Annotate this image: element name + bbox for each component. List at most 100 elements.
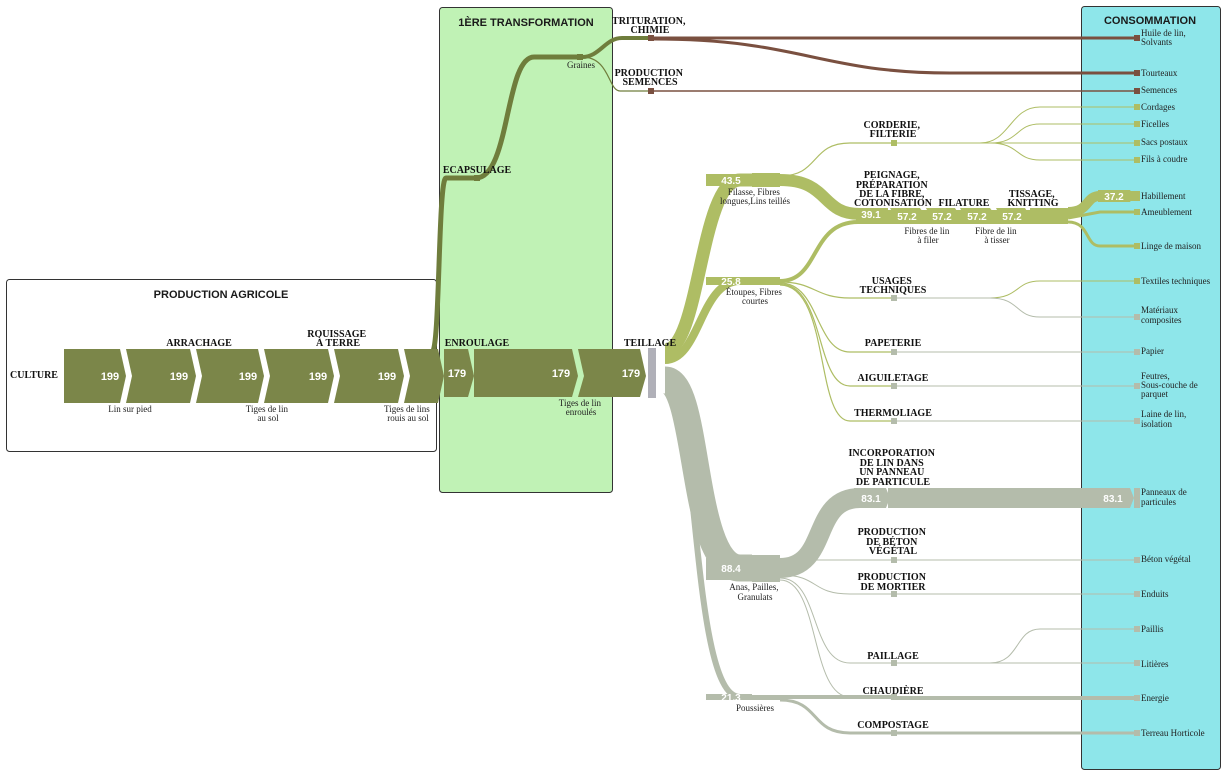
node-fibre-2 xyxy=(926,208,960,224)
conso-feutres: Feutres, Sous-couche de parquet xyxy=(1141,371,1200,399)
conso-tourteaux: Tourteaux xyxy=(1141,68,1178,78)
marker-compostage xyxy=(891,730,897,736)
prod-filasse-l2: longues,Lins teillés xyxy=(720,196,790,206)
proc-semences-l1: PRODUCTION xyxy=(615,68,684,79)
value-filasse: 43.5 xyxy=(721,176,741,187)
conso-ficelles: Ficelles xyxy=(1141,119,1169,129)
proc-thermoliage: THERMOLIAGE xyxy=(854,408,932,419)
flow-usages-composites xyxy=(896,297,1136,318)
proc-usages: USAGES TECHNIQUES xyxy=(860,276,927,296)
conso-terreau: Terreau Horticole xyxy=(1141,728,1205,738)
proc-beton-l1: PRODUCTION xyxy=(858,527,927,538)
node-panneau-in xyxy=(854,488,890,508)
conso-habillement: Habillement xyxy=(1141,191,1186,201)
chevron-enroulage-2 xyxy=(474,349,578,397)
process-labels: CULTURE ARRACHAGE ROUISSAGE À TERRE ENRO… xyxy=(10,16,1059,731)
prod-fibre-tisser-l1: Fibre de lin xyxy=(975,226,1017,236)
flow-etoupes-aiguil xyxy=(779,283,893,387)
marker-chaudiere xyxy=(891,694,897,700)
marker-ecapsulage xyxy=(474,175,480,181)
end-laine xyxy=(1134,418,1140,424)
proc-mortier-l2: DE MORTIER xyxy=(861,582,927,593)
conso-enduits: Enduits xyxy=(1141,589,1169,599)
node-filasse-bar xyxy=(752,173,780,187)
value-culture-5: 199 xyxy=(378,371,396,383)
conso-materiaux-l2: composites xyxy=(1141,315,1182,325)
flow-filasse-peignage xyxy=(779,174,888,220)
flow-etoupes-peignage xyxy=(779,220,888,283)
proc-enroulage: ENROULAGE xyxy=(445,338,510,349)
proc-semences-l2: SEMENCES xyxy=(622,77,677,88)
end-ameublement xyxy=(1134,209,1140,215)
value-fibre-1: 57.2 xyxy=(897,212,917,223)
end-panneaux xyxy=(1134,488,1140,508)
end-composites xyxy=(1134,314,1140,320)
secondary-nodes: 43.5 25.8 88.4 21.3 39.1 57.2 57.2 57.2 … xyxy=(706,173,1134,704)
conso-sacs: Sacs postaux xyxy=(1141,137,1188,147)
prod-fibres-filer-l1: Fibres de lin xyxy=(904,226,949,236)
node-poussieres xyxy=(706,694,752,700)
zone-title-agri: PRODUCTION AGRICOLE xyxy=(154,289,289,301)
marker-paillage xyxy=(891,660,897,666)
end-huile xyxy=(1134,35,1140,41)
chevron-culture-4 xyxy=(264,349,334,403)
flow-graines-sem xyxy=(581,56,650,92)
proc-arrachage: ARRACHAGE xyxy=(166,338,232,349)
end-sacs xyxy=(1134,140,1140,146)
value-teillage: 179 xyxy=(622,368,640,380)
end-paillis xyxy=(1134,626,1140,632)
conso-energie: Energie xyxy=(1141,693,1169,703)
proc-usages-l1: USAGES xyxy=(872,276,912,287)
node-anas xyxy=(706,558,752,580)
marker-aiguil xyxy=(891,383,897,389)
node-panneau-out xyxy=(1096,488,1134,508)
value-culture-1: 199 xyxy=(101,371,119,383)
marker-graines xyxy=(577,54,583,60)
chevron-enroulage-3 xyxy=(578,349,646,397)
proc-beton-l2: DE BÉTON xyxy=(866,536,918,548)
flow-anas-mortier xyxy=(779,574,893,595)
conso-textiles-tech: Textiles techniques xyxy=(1141,276,1211,286)
marker-usages xyxy=(891,295,897,301)
marker-beton xyxy=(891,557,897,563)
proc-filature: FILATURE xyxy=(939,198,990,209)
conso-laine-l2: isolation xyxy=(1141,419,1172,429)
flow-tissage-ameublement xyxy=(1067,210,1136,220)
proc-usages-l2: TECHNIQUES xyxy=(860,285,927,296)
conso-semences: Semences xyxy=(1141,85,1177,95)
conso-linge: Linge de maison xyxy=(1141,241,1201,251)
proc-rouissage: ROUISSAGE À TERRE xyxy=(307,329,368,349)
end-energie xyxy=(1134,695,1140,701)
proc-incorporation: INCORPORATION DE LIN DANS UN PANNEAU DE … xyxy=(849,448,938,488)
end-cordages xyxy=(1134,104,1140,110)
proc-paillage: PAILLAGE xyxy=(867,651,919,662)
node-poussieres-bar xyxy=(752,695,780,700)
prod-tiges-rouis-l1: Tiges de lins xyxy=(384,404,430,414)
conso-huile-l1: Huile de lin, xyxy=(1141,28,1186,38)
end-linge xyxy=(1134,243,1140,249)
prod-tiges-rouis: Tiges de lins rouis au sol xyxy=(384,404,432,423)
prod-graines: Graines xyxy=(567,60,595,70)
conso-papier: Papier xyxy=(1141,346,1164,356)
markers xyxy=(474,35,1140,736)
value-anas: 88.4 xyxy=(721,564,741,575)
prod-tiges-enroules-l1: Tiges de lin xyxy=(559,398,602,408)
conso-laine: Laine de lin, isolation xyxy=(1141,409,1188,429)
conso-laine-l1: Laine de lin, xyxy=(1141,409,1186,419)
proc-peignage: PEIGNAGE, PRÉPARATION DE LA FIBRE, COTON… xyxy=(854,170,933,209)
main-values: 199 199 199 199 199 179 179 179 xyxy=(101,368,640,383)
prod-anas-l2: Granulats xyxy=(738,592,773,602)
prod-filasse-l1: Filasse, Fibres xyxy=(728,187,780,197)
prod-anas-l1: Anas, Pailles, xyxy=(729,582,778,592)
flow-anas-paillage xyxy=(779,577,893,664)
value-habillement: 37.2 xyxy=(1104,192,1124,203)
value-culture-3: 199 xyxy=(239,371,257,383)
conso-materiaux: Matériaux composites xyxy=(1141,305,1182,325)
proc-ecapsulage: ECAPSULAGE xyxy=(443,165,512,176)
end-semences xyxy=(1134,88,1140,94)
value-panneau-out: 83.1 xyxy=(1103,494,1123,505)
prod-tiges-sol: Tiges de lin au sol xyxy=(246,404,290,423)
proc-mortier-l1: PRODUCTION xyxy=(858,572,927,583)
zone-title-first: 1ÈRE TRANSFORMATION xyxy=(458,16,594,29)
chevron-culture-2 xyxy=(126,349,196,403)
